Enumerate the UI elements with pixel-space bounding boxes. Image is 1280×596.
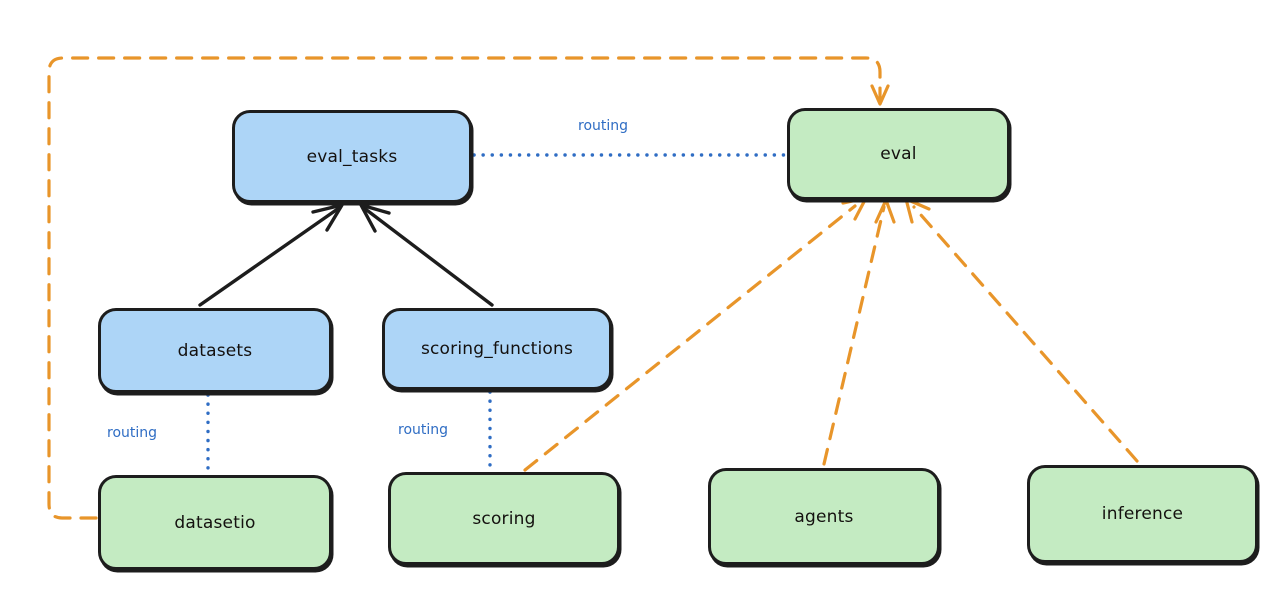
node-inference[interactable]: inference [1027,465,1258,563]
node-scoring-label: scoring [472,508,536,529]
node-scoring-functions-label: scoring_functions [420,339,574,359]
edge-scoringfn-to-eval-tasks-arrowhead [359,203,391,233]
node-eval-tasks[interactable]: eval_tasks [232,110,472,203]
node-eval-tasks-label: eval_tasks [306,146,398,167]
node-scoring-functions[interactable]: scoring_functions [382,308,612,390]
node-agents-label: agents [794,506,854,527]
node-eval[interactable]: eval [787,108,1010,200]
edge-agents-to-eval [822,205,886,466]
node-eval-label: eval [880,144,917,164]
edge-scoringfn-to-eval-tasks [362,206,494,307]
edge-label-routing-scoringfn-scoring: routing [398,422,449,438]
edge-datasets-to-eval-tasks-arrowhead [311,203,344,232]
edge-inference-to-eval [912,205,1139,463]
edge-datasets-to-eval-tasks [198,206,341,307]
node-datasets[interactable]: datasets [98,308,332,393]
node-inference-label: inference [1101,504,1184,524]
edge-label-routing-eval-tasks-eval: routing [578,118,629,134]
edge-agents-to-eval-arrowhead [874,198,896,224]
node-agents[interactable]: agents [708,468,940,565]
node-datasetio[interactable]: datasetio [98,475,332,570]
node-scoring[interactable]: scoring [388,472,620,565]
edge-scoring-to-eval-arrowhead [841,196,868,221]
edge-datasetio-to-eval-arrowhead [870,84,890,106]
node-datasets-label: datasets [177,340,253,361]
node-datasetio-label: datasetio [174,512,256,533]
edge-label-routing-datasets-datasetio: routing [107,425,158,441]
edge-inference-to-eval-arrowhead [904,197,931,224]
